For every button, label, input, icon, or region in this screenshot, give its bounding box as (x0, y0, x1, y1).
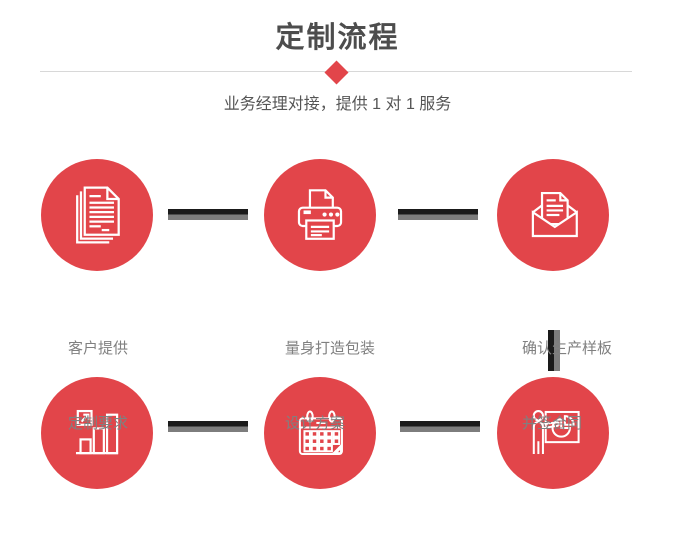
calendar-icon (298, 410, 343, 456)
step-circle-presenter (497, 377, 609, 489)
connector-bar-vertical (548, 330, 560, 371)
step-label-line1: 量身打造包装 (285, 340, 376, 357)
step-label-documents: 客户提供 定制要求 (68, 286, 128, 486)
diamond-marker-icon (324, 60, 349, 85)
subtitle: 业务经理对接，提供 1 对 1 服务 (223, 96, 452, 113)
step-label-line1: 确认生产样板 (522, 340, 613, 357)
step-label-presenter: 送货服务售 后跟踪 (523, 501, 598, 550)
step-label-calendar: 品质管控QC 全检 (287, 501, 370, 550)
documents-icon (76, 186, 120, 244)
step-circle-printer (264, 159, 376, 271)
connector-bar-3 (168, 421, 248, 432)
page-title: 定制流程 (275, 22, 400, 54)
step-label-line2: 并签合同 (522, 415, 583, 432)
step-circle-documents (41, 159, 153, 271)
printer-icon (297, 189, 343, 240)
envelope-icon (531, 191, 578, 238)
step-circle-envelope (497, 159, 609, 271)
step-label-line1: 客户提供 (68, 340, 129, 357)
connector-bar-2 (398, 209, 478, 220)
step-label-line2: 定制要求 (68, 415, 129, 432)
step-label-bar-chart: 根据打样批 量定做 (66, 501, 141, 550)
step-circle-bar-chart (41, 377, 153, 489)
connector-bar-4 (400, 421, 480, 432)
bar-chart-icon (75, 409, 119, 455)
step-label-envelope: 确认生产样板 并签合同 (522, 286, 612, 486)
step-circle-calendar (264, 377, 376, 489)
step-label-printer: 量身打造包装 设计方案 (285, 286, 375, 486)
presenter-icon (532, 410, 580, 455)
connector-bar-1 (168, 209, 248, 220)
step-label-line2: 设计方案 (285, 415, 346, 432)
